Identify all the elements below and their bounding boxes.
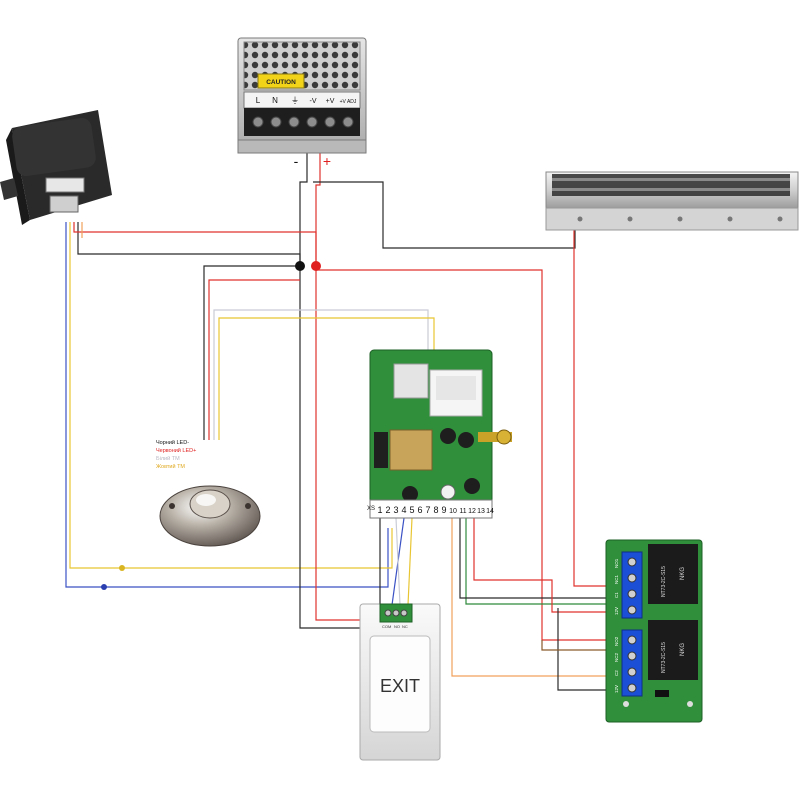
junction-blue [101, 584, 107, 590]
psu-terminal-label: ⏚ [291, 96, 299, 105]
relay1-terminal-label: 12V [614, 607, 619, 615]
relay-model-label: NT73-2C-S15 [661, 566, 667, 597]
access-controller-box [0, 110, 112, 225]
psu-warning-sticker [257, 73, 305, 89]
wire-relay-brown [541, 640, 616, 651]
wire-box-red [73, 222, 317, 266]
controller-pin-prefix: XS [367, 506, 375, 512]
mcu-module [389, 429, 433, 471]
box-terminal-block [45, 177, 85, 193]
relay2-terminal-label: NO2 [614, 636, 619, 646]
relay-channel-2: NT73-2C-S15 NKG NO2 NC2 C2 12V [614, 620, 698, 697]
controller-pin: 5 [409, 505, 414, 515]
wire-exit-2 [395, 517, 401, 606]
reader-label-red: Червоний LED+ [156, 447, 196, 454]
wire-box-yellow [69, 222, 393, 569]
wire-psu-plus [315, 150, 321, 266]
controller-pin: 9 [441, 505, 446, 515]
wire-exit-3 [407, 517, 413, 606]
exit-button: COM NO NC EXIT [359, 603, 441, 761]
relay2-terminal-label: NC2 [614, 653, 619, 662]
exit-terminal-mark: COM [382, 624, 391, 629]
psu-terminal-label: N [272, 96, 278, 105]
wire-lock-red [573, 228, 616, 587]
relay-brand-label: NKG [680, 643, 686, 656]
magnetic-lock [545, 171, 799, 231]
psu-terminal-labels: L N ⏚ -V +V +V ADJ [256, 96, 357, 105]
controller-pin: 6 [417, 505, 422, 515]
wire-reader-red [208, 279, 300, 440]
controller-pin: 14 [486, 508, 494, 515]
wire-psu-to-lock [313, 181, 576, 249]
psu-terminal-label: -V [310, 98, 317, 105]
power-supply: CAUTION L N ⏚ -V +V +V ADJ - + [237, 37, 367, 169]
touch-memory-reader: Чорний LED- Червоний LED+ Білий ТМ Жовти… [156, 439, 261, 547]
psu-warning-text: CAUTION [266, 79, 296, 86]
relay1-terminal-label: NC1 [614, 575, 619, 584]
psu-terminal-label: L [256, 96, 261, 105]
wires [65, 150, 616, 691]
controller-terminal-strip [369, 499, 493, 519]
wire-reader-yellow [218, 317, 435, 440]
box-connector [49, 195, 79, 213]
psu-plus-label: + [323, 153, 331, 169]
psu-terminal-label: +V ADJ [340, 99, 357, 105]
reader-label-white: Білий ТМ [156, 455, 180, 462]
controller-pin: 7 [425, 505, 430, 515]
junction-red [311, 261, 321, 271]
controller-pin-numbers: 1 2 3 4 5 6 7 8 9 10 11 12 13 14 [377, 505, 494, 515]
reader-wire-labels: Чорний LED- Червоний LED+ Білий ТМ Жовти… [156, 439, 196, 470]
relay1-terminal-label: NO1 [614, 558, 619, 568]
psu-terminal-label: +V [326, 98, 335, 105]
exit-label: EXIT [380, 676, 420, 696]
relay2-terminal-label: C2 [614, 670, 619, 676]
wire-relay-green [465, 518, 616, 605]
psu-minus-label: - [294, 153, 299, 169]
exit-terminal-mark: NC [402, 624, 408, 629]
wire-relay-red [473, 518, 616, 613]
wire-reader-white [213, 309, 429, 440]
controller-pin: 10 [449, 508, 457, 515]
wire-relay-black-2 [557, 608, 616, 691]
junction-yellow [119, 565, 125, 571]
antenna-connector [478, 429, 512, 445]
wire-psu-minus [299, 150, 308, 266]
controller-pin: 3 [393, 505, 398, 515]
relay-channel-1: NT73-2C-S15 NKG NO1 NC1 C1 12V [614, 544, 698, 619]
gsm-controller-board: XS 1 2 3 4 5 6 7 8 9 10 11 12 13 14 [367, 349, 512, 519]
wire-relay-black [459, 518, 616, 599]
capacitors [402, 428, 480, 502]
reader-label-yellow: Жовтий ТМ [156, 463, 185, 470]
controller-pin: 2 [385, 505, 390, 515]
wire-junction-black-2 [203, 265, 300, 440]
controller-pin: 1 [377, 505, 382, 515]
lock-mounting-holes [577, 216, 783, 222]
controller-pin: 8 [433, 505, 438, 515]
wire-box-black [77, 222, 301, 266]
wire-relay-orange [451, 518, 616, 677]
controller-pin: 12 [468, 508, 476, 515]
controller-pin: 11 [459, 508, 466, 515]
wire-junction-red-2 [316, 269, 616, 641]
psu-terminal-screws [252, 116, 354, 128]
relay1-terminal-label: C1 [614, 592, 619, 598]
exit-terminal-mark: NO [394, 624, 400, 629]
relay-brand-label: NKG [680, 567, 686, 580]
sim-holder [393, 363, 429, 399]
reader-label-black: Чорний LED- [156, 439, 189, 446]
controller-pin: 13 [477, 508, 485, 515]
controller-pin: 4 [401, 505, 406, 515]
relay2-terminal-label: 12V [614, 685, 619, 693]
relay-module: NT73-2C-S15 NKG NO1 NC1 C1 12V NT73-2C-S… [605, 539, 703, 723]
junction-black [295, 261, 305, 271]
wire-box-blue [65, 222, 389, 588]
relay-model-label: NT73-2C-S15 [661, 642, 667, 673]
